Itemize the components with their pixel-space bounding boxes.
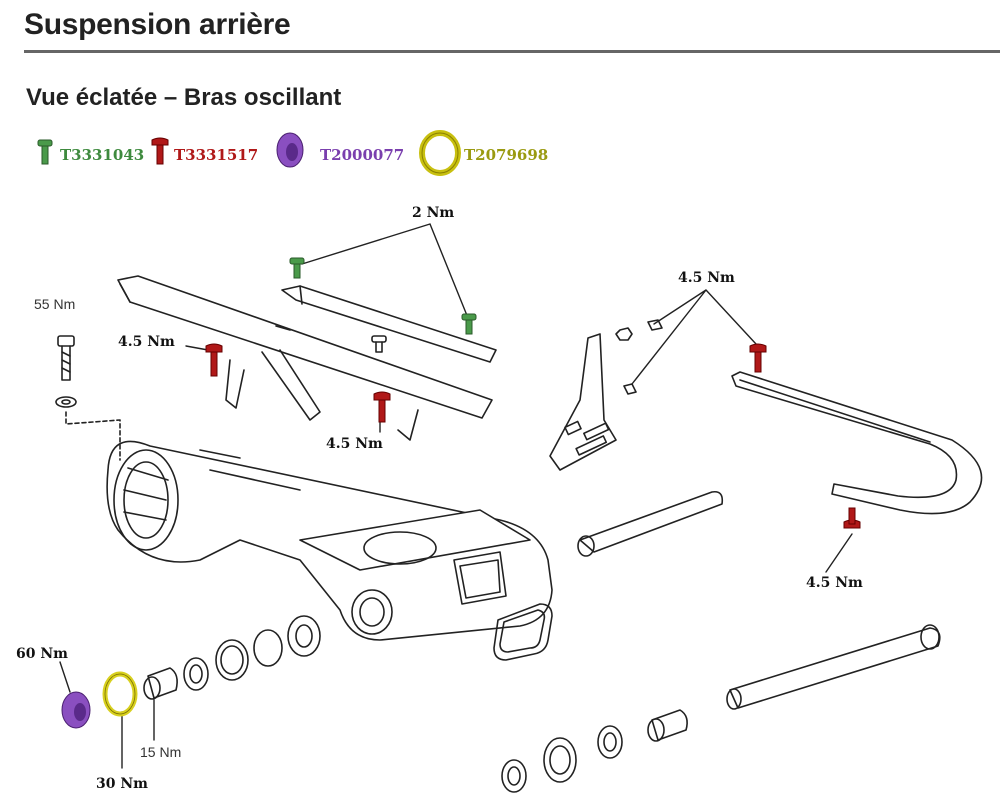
legend-item-purple: T2000077 (320, 146, 405, 164)
gasket (493, 603, 553, 661)
sleeve-tube (577, 490, 724, 557)
yellow-ring (102, 671, 138, 717)
torque-label: 55 Nm (34, 296, 76, 312)
legend-item-green: T3331043 (60, 146, 145, 164)
pivot-bolt (55, 335, 121, 461)
torque-label: 15 Nm (140, 744, 182, 760)
yellow-ring-icon (419, 130, 461, 176)
torque-label: 4.5 Nm (678, 270, 735, 286)
small-nuts (615, 319, 663, 395)
title-divider (24, 50, 1000, 53)
swingarm (106, 440, 553, 641)
chain-guard-upper (117, 275, 493, 441)
green-bolts (289, 257, 477, 335)
chain-slider (731, 371, 983, 515)
red-bolts (205, 343, 861, 529)
small-bolt (371, 335, 387, 353)
green-bolt-icon (37, 139, 53, 165)
axle-long (726, 624, 941, 710)
torque-label: 30 Nm (96, 776, 148, 792)
parts-legend: T3331043 T3331517 T2000077 T2079698 (36, 130, 596, 180)
section-title: Vue éclatée – Bras oscillant (26, 84, 342, 111)
red-bolt-icon (151, 137, 169, 165)
bearing-set-left (143, 615, 321, 700)
legend-item-red: T3331517 (174, 146, 259, 164)
page-title: Suspension arrière (24, 8, 291, 41)
torque-label: 4.5 Nm (326, 436, 383, 452)
leader-lines (59, 223, 853, 769)
purple-nut-icon (276, 132, 304, 168)
torque-label: 4.5 Nm (118, 334, 175, 350)
chain-guard-cover (281, 285, 497, 363)
guard-bracket (549, 333, 617, 471)
torque-label: 60 Nm (16, 646, 68, 662)
purple-nut (61, 691, 91, 729)
bearing-set-bottom (501, 709, 688, 793)
torque-label: 4.5 Nm (806, 575, 863, 591)
legend-item-yellow: T2079698 (464, 146, 549, 164)
torque-label: 2 Nm (412, 205, 455, 221)
